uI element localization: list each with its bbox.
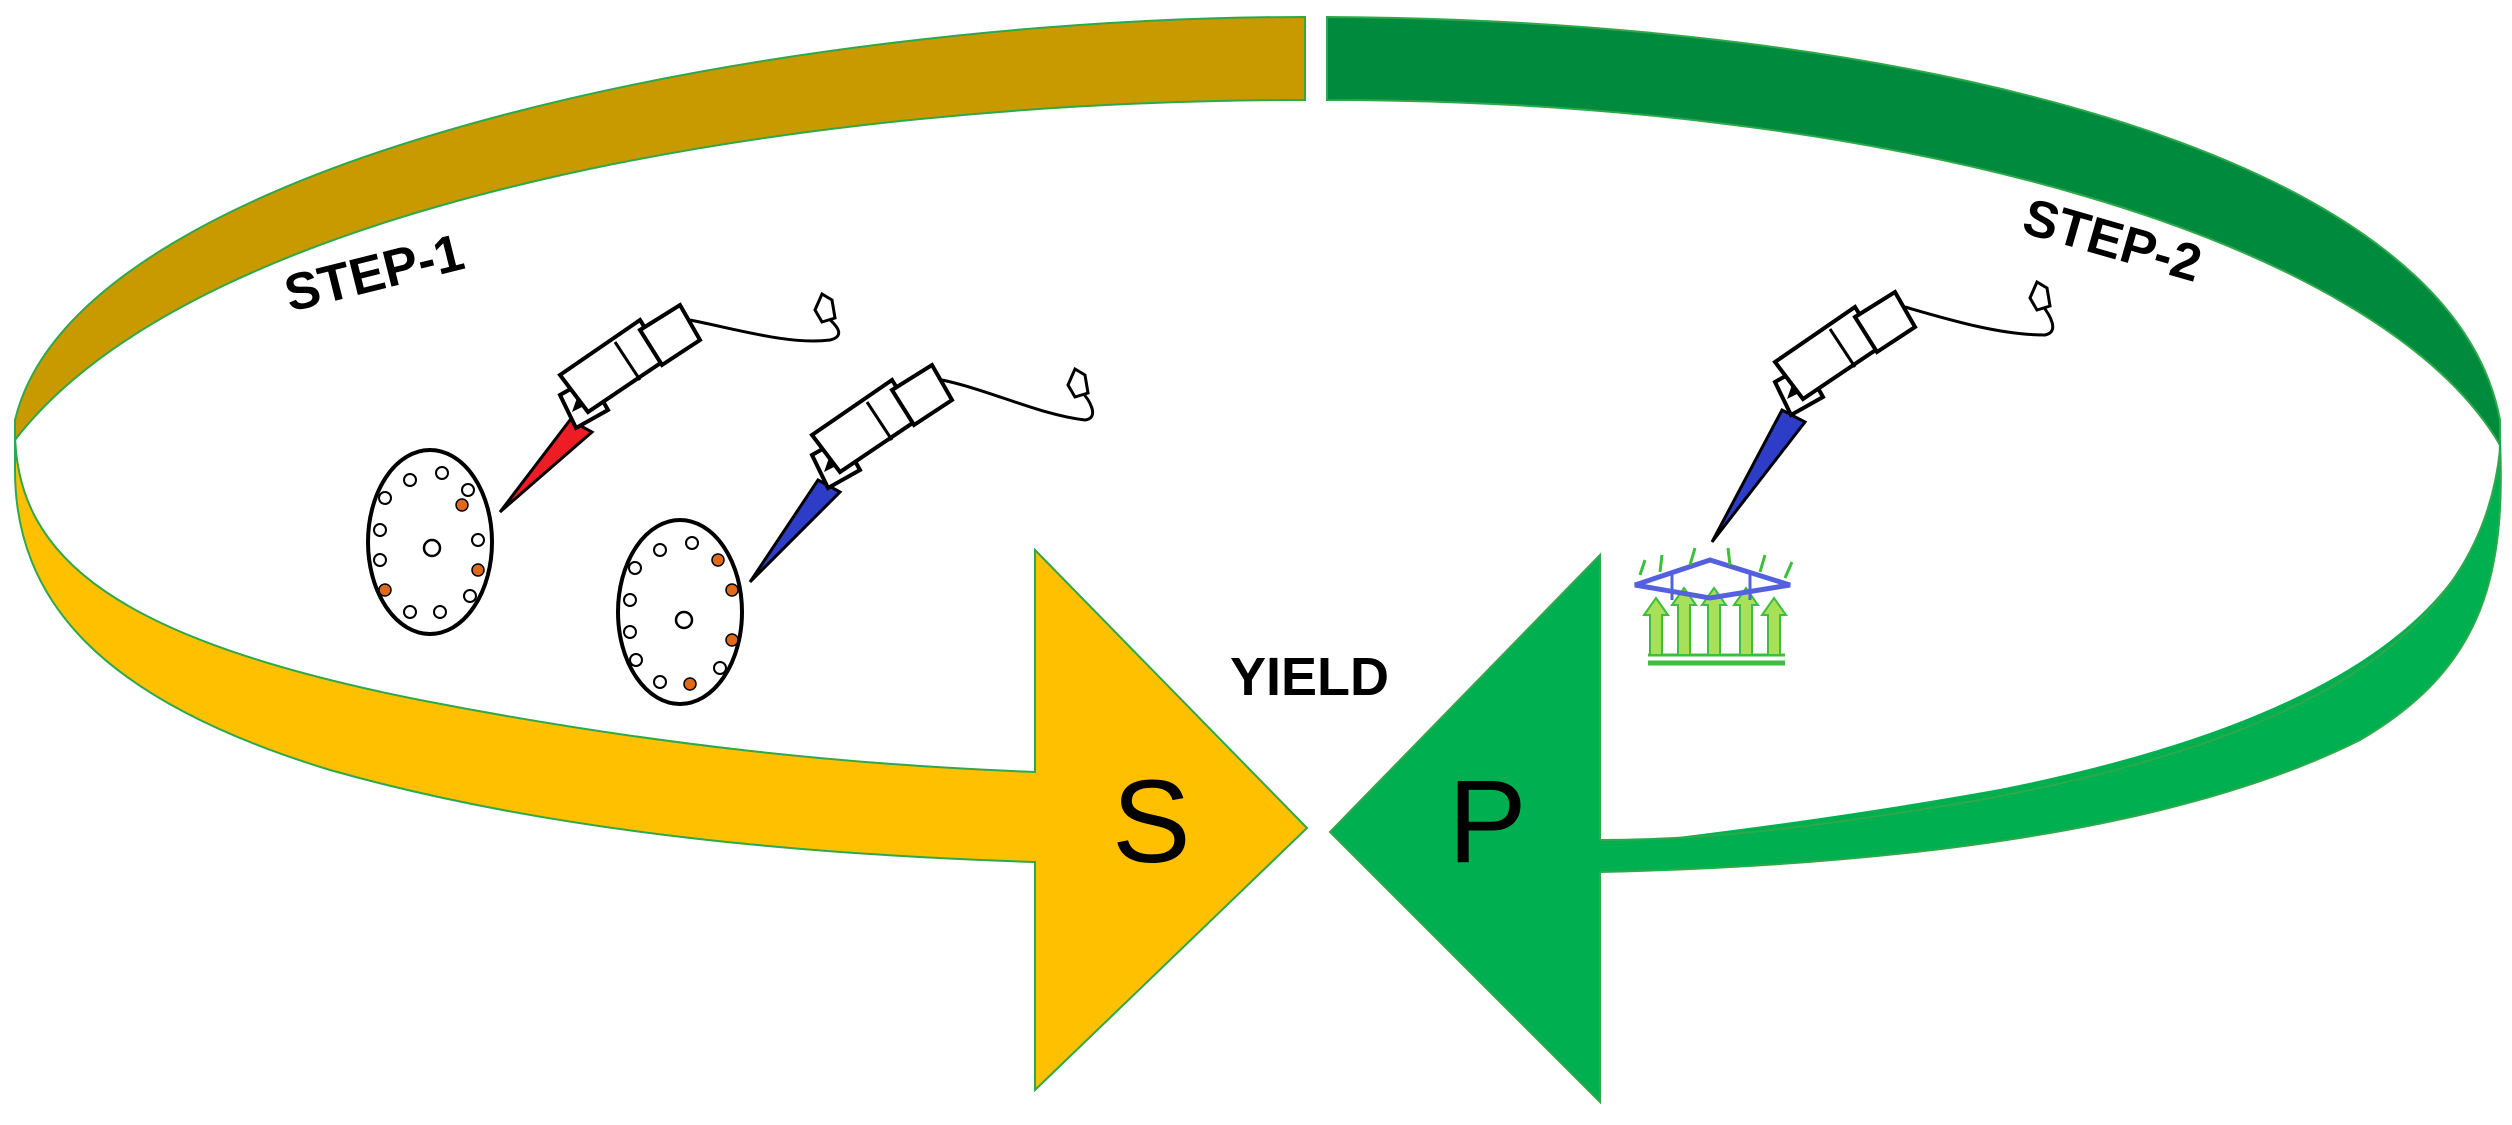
- syringe-icon: [498, 291, 841, 514]
- s-label: S: [1112, 756, 1191, 888]
- cell-lattice-icon: [1634, 547, 1794, 666]
- step1-band-front: [14, 429, 1309, 1093]
- syringe-icon: [1710, 279, 2055, 543]
- syringe-icon: [748, 362, 1095, 584]
- step2-band-back: [1326, 15, 2501, 449]
- step1-band-back: [14, 15, 1306, 443]
- step2-arrow: [1328, 449, 2502, 1105]
- yield-label: YIELD: [1230, 647, 1389, 707]
- p-label: P: [1448, 756, 1527, 888]
- petri-dish-icon: [616, 518, 744, 706]
- petri-dish-icon: [366, 448, 494, 636]
